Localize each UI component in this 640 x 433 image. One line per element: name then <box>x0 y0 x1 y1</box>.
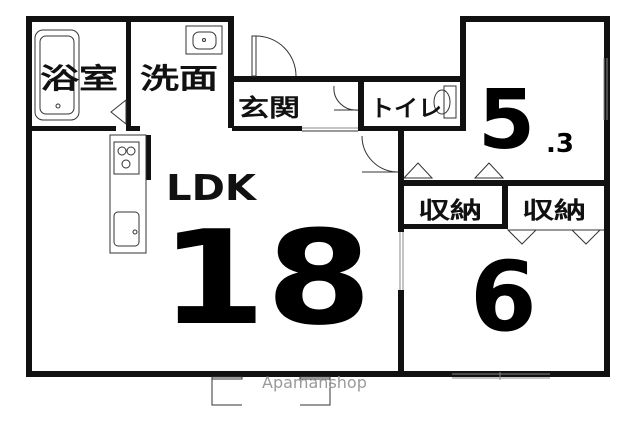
fixtures <box>34 25 608 406</box>
bedroom1-size: 5 <box>478 73 535 168</box>
bath-label: 浴室 <box>40 62 118 95</box>
entrance-label: 玄関 <box>238 94 300 122</box>
storage2-label: 収納 <box>522 197 586 224</box>
walls <box>26 16 610 377</box>
storage1-label: 収納 <box>418 197 482 224</box>
ldk-size: 18 <box>160 202 372 354</box>
toilet-label: トイレ <box>370 96 442 122</box>
bedroom2-size: 6 <box>470 241 537 353</box>
ldk-label: LDK <box>166 168 257 209</box>
watermark: Apamanshop <box>262 373 367 392</box>
washroom-label: 洗面 <box>140 62 218 95</box>
bedroom1-size-decimal: .3 <box>546 129 574 159</box>
